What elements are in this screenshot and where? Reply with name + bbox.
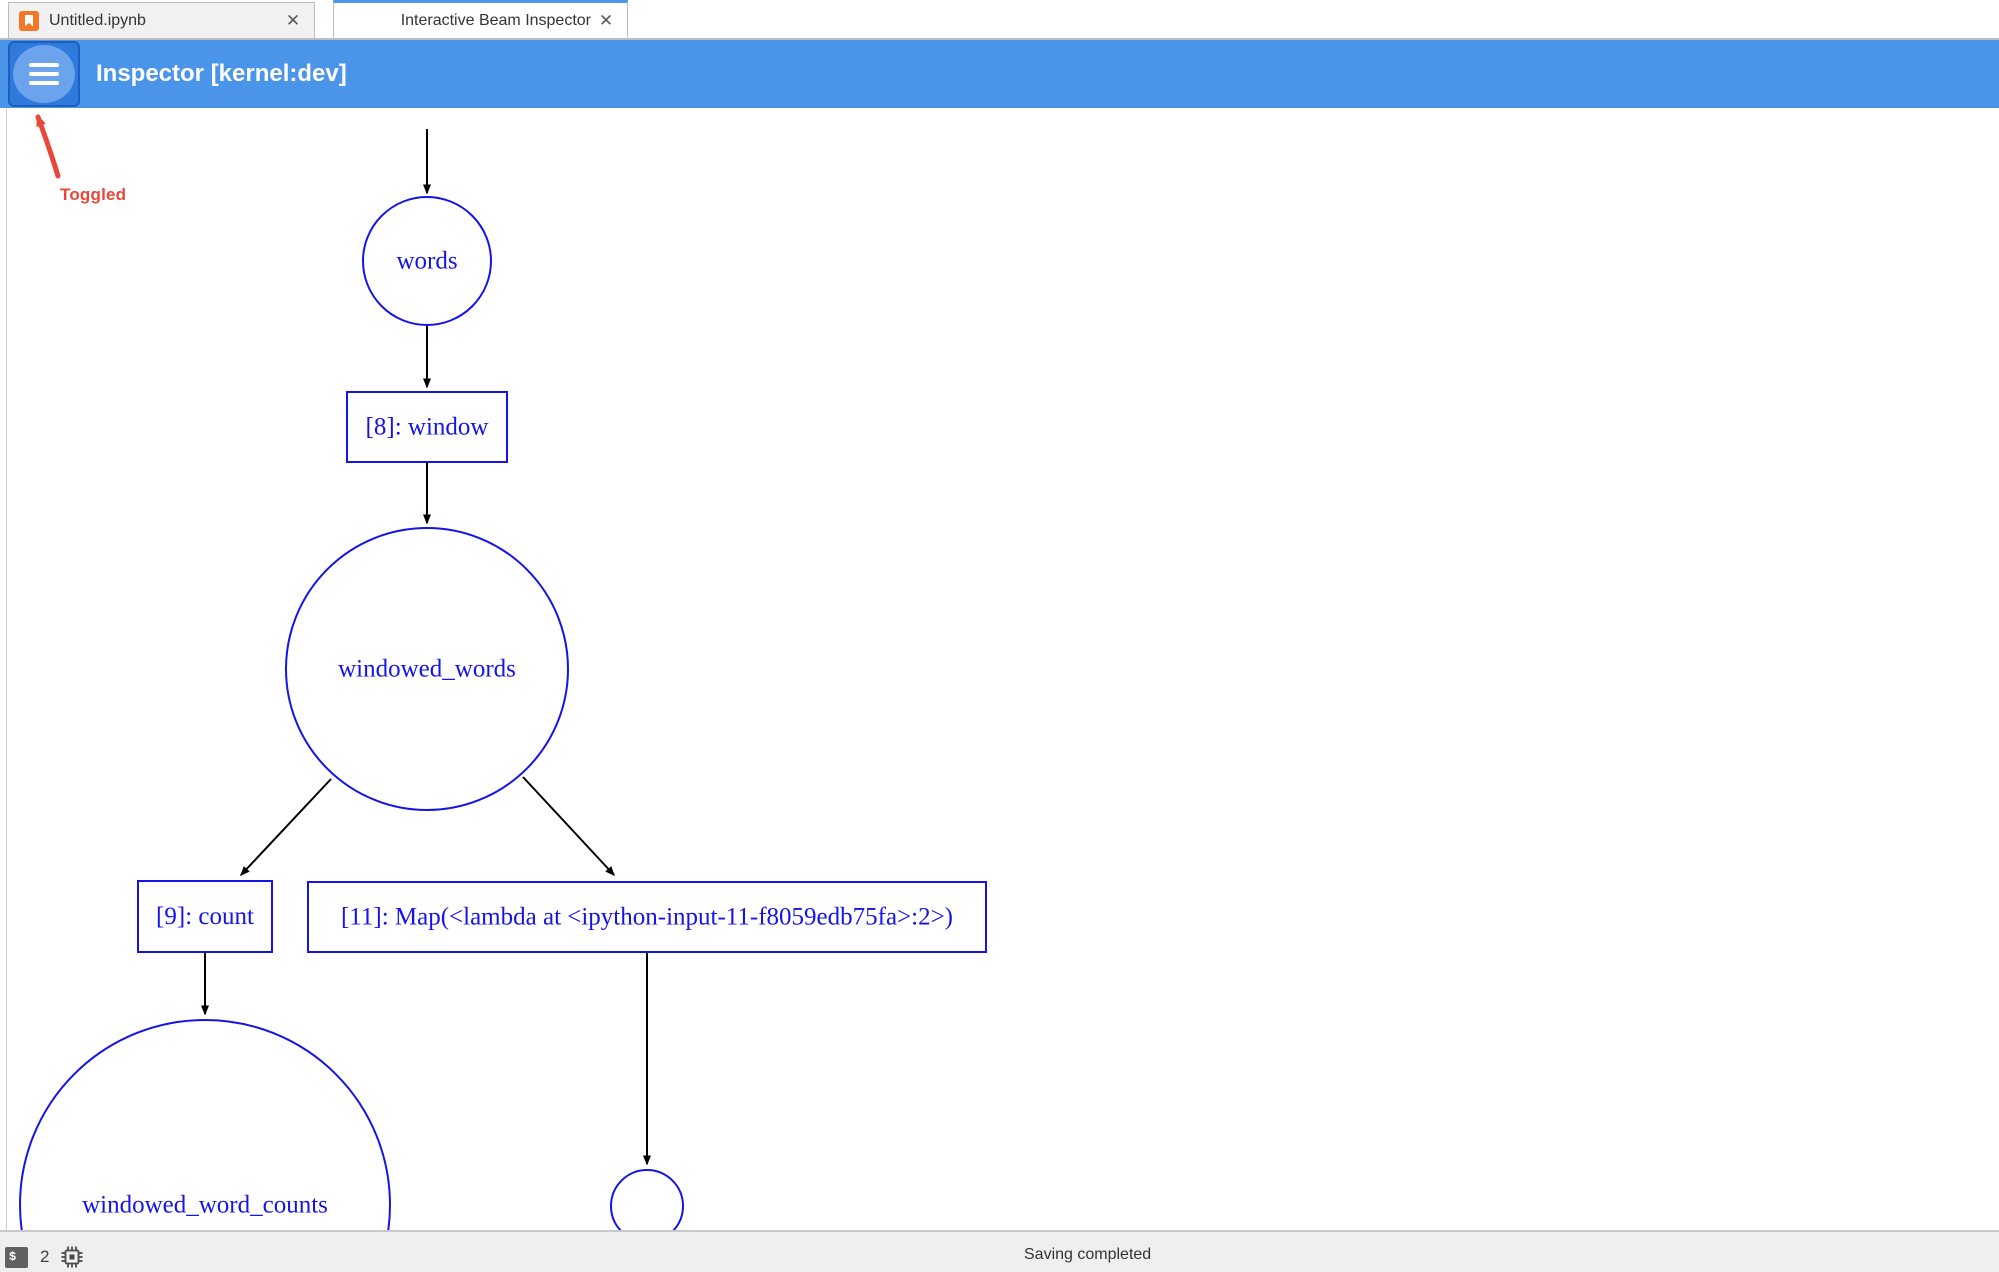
close-icon[interactable]: ✕	[598, 11, 614, 30]
notebook-icon	[19, 10, 39, 31]
graph-canvas	[0, 108, 1999, 1230]
kernel-count: 2	[40, 1247, 50, 1266]
menu-toggle-button[interactable]	[8, 41, 80, 107]
running-sessions-indicator[interactable]: 2	[5, 1246, 83, 1268]
tab-label: Interactive Beam Inspector	[400, 11, 591, 29]
tab-interactive-beam-inspector[interactable]: Interactive Beam Inspector ✕	[333, 0, 628, 38]
annotation-label: Toggled	[60, 185, 127, 204]
hamburger-icon	[13, 45, 75, 103]
status-bar: 2 Saving completed	[0, 1232, 1999, 1272]
tab-untitled-notebook[interactable]: Untitled.ipynb ✕	[8, 2, 315, 38]
kernel-chip-icon	[61, 1246, 83, 1268]
inspector-header: Inspector [kernel:dev]	[0, 40, 1999, 108]
statusbar-border	[0, 1230, 1999, 1232]
close-icon[interactable]: ✕	[285, 11, 301, 30]
panel-left-edge	[6, 108, 7, 1230]
status-message: Saving completed	[1024, 1246, 1152, 1263]
tab-bar: Untitled.ipynb ✕ Interactive Beam Inspec…	[0, 0, 1999, 40]
tab-label: Untitled.ipynb	[49, 11, 146, 29]
terminal-icon	[5, 1246, 28, 1268]
inspector-title: Inspector [kernel:dev]	[96, 60, 347, 87]
